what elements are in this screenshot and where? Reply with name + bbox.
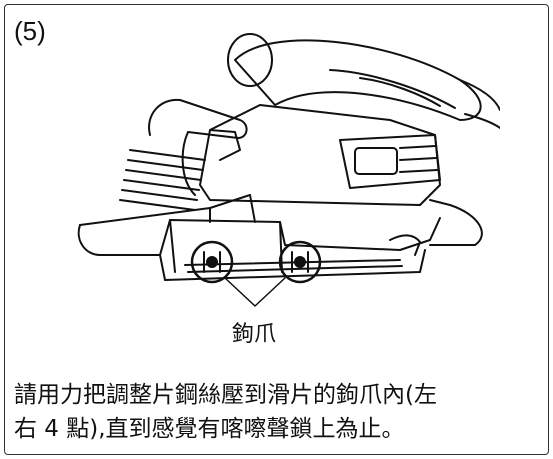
panel-frame	[4, 4, 549, 455]
instruction-line-1: 請用力把調整片鋼絲壓到滑片的鉤爪內(左	[14, 382, 437, 408]
instruction-text: 請用力把調整片鋼絲壓到滑片的鉤爪內(左 右 4 點),直到感覺有喀嚓聲鎖上為止。	[14, 378, 540, 446]
sander-illustration	[77, 33, 500, 307]
step-number: (5)	[14, 16, 46, 46]
hook-callout-label: 鉤爪	[232, 322, 277, 347]
instruction-line-2: 右 4 點),直到感覺有喀嚓聲鎖上為止。	[14, 416, 405, 442]
